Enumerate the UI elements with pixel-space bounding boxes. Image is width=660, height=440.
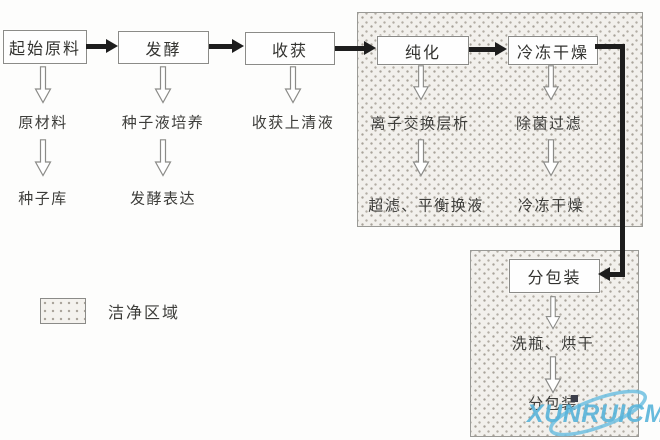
arrow-shaft (209, 44, 234, 49)
process-box-label: 分包装 (527, 270, 582, 287)
elbow-connector-top-segment (595, 44, 625, 49)
down-arrow-icon (412, 65, 430, 101)
process-box-starting-material: 起始原料 (3, 30, 87, 64)
legend-clean-area-swatch (40, 298, 86, 324)
elbow-connector-bottom-segment (608, 272, 625, 277)
watermark-orbit-icon (549, 389, 647, 437)
process-box-fermentation: 发酵 (118, 31, 209, 64)
elbow-connector-arrow-head (598, 267, 610, 281)
down-arrow-icon (542, 65, 560, 101)
process-box-label: 起始原料 (8, 41, 81, 58)
step-label-seed-bank: 种子库 (18, 190, 68, 208)
down-arrow-icon (34, 66, 52, 104)
process-box-sub-packaging: 分包装 (509, 259, 600, 293)
flow-arrow-right-icon (209, 39, 244, 54)
step-label-bottle-wash-dry: 洗瓶、烘干 (511, 335, 595, 353)
arrow-head (106, 39, 118, 53)
process-box-harvest: 收获 (245, 32, 335, 65)
process-box-label: 纯化 (404, 44, 441, 62)
down-arrow-icon (545, 296, 561, 330)
step-label-sterile-filtration: 除菌过滤 (515, 115, 583, 133)
arrow-head (364, 41, 376, 55)
process-box-label: 冷冻干燥 (516, 44, 589, 62)
down-arrow-icon (412, 139, 430, 177)
step-label-fermentation-expression: 发酵表达 (129, 190, 197, 208)
process-box-label: 收获 (271, 42, 308, 60)
watermark-text: XUNRUICMS (527, 400, 660, 428)
legend-clean-area-label: 洁净区域 (108, 305, 181, 322)
arrow-head (232, 39, 244, 53)
arrow-shaft (86, 44, 108, 49)
flow-arrow-right-icon (469, 42, 507, 57)
down-arrow-icon (544, 356, 562, 394)
flow-arrow-right-icon (86, 39, 118, 54)
process-box-purification: 纯化 (377, 36, 469, 65)
process-box-label: 发酵 (145, 41, 182, 59)
elbow-connector-vertical-segment (620, 44, 625, 277)
down-arrow-icon (154, 66, 172, 104)
arrow-shaft (335, 46, 366, 51)
down-arrow-icon (34, 139, 52, 177)
flow-arrow-right-icon (335, 41, 376, 56)
arrow-shaft (469, 47, 497, 52)
step-label-ultrafiltration: 超滤、平衡换液 (368, 197, 484, 215)
step-label-ion-exchange: 离子交换层析 (370, 115, 470, 133)
arrow-head (495, 42, 507, 56)
process-box-freeze-drying: 冷冻干燥 (508, 36, 598, 65)
step-label-seed-liquid-culture: 种子液培养 (121, 114, 205, 132)
step-label-freeze-drying-step: 冷冻干燥 (517, 197, 585, 215)
down-arrow-icon (154, 139, 172, 177)
down-arrow-icon (284, 66, 302, 104)
step-label-sub-packaging-step: 分包装 (528, 395, 578, 413)
step-label-harvest-supernatant: 收获上清液 (251, 114, 335, 132)
down-arrow-icon (542, 139, 560, 177)
step-label-raw-material: 原材料 (18, 114, 68, 132)
watermark-dot (571, 395, 578, 402)
